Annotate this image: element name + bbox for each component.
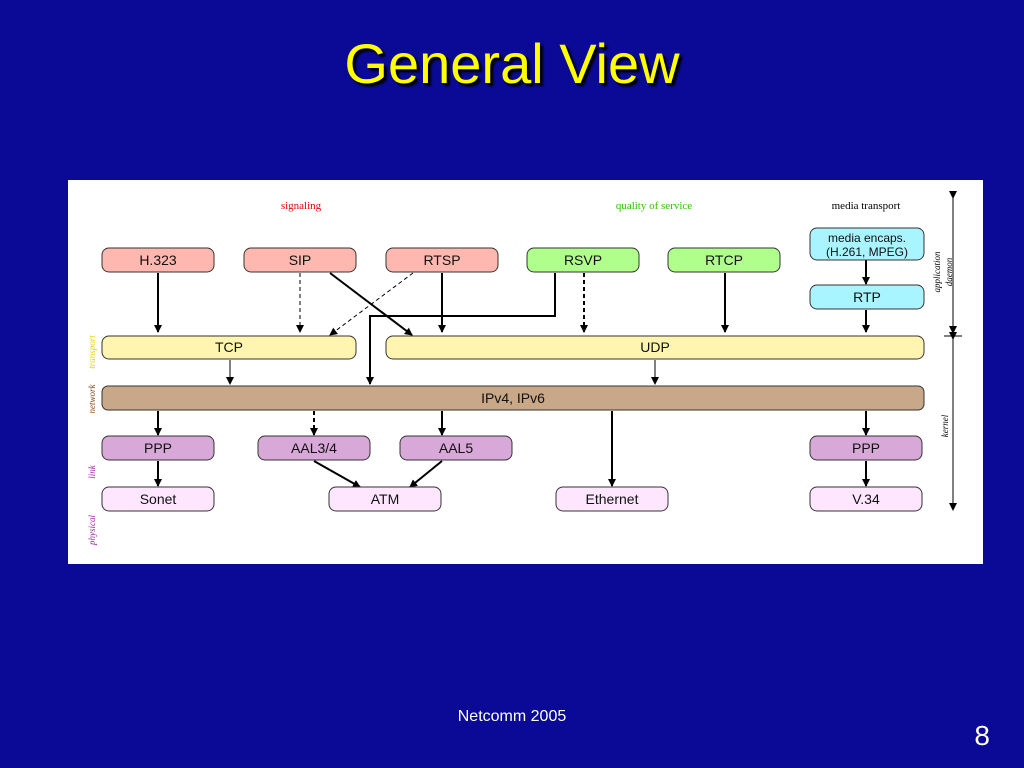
page-number: 8 (974, 720, 990, 751)
svg-text:AAL5: AAL5 (439, 440, 473, 456)
box-rsvp: RSVP (526, 247, 640, 273)
domain-label-daemon: daemon (944, 257, 954, 286)
layer-label-physical: physical (87, 515, 97, 546)
layer-label-network: network (87, 383, 97, 413)
domain-label-kernel: kernel (940, 414, 950, 437)
box-tcp: TCP (101, 335, 357, 360)
arrow-aal5-atm (409, 460, 443, 488)
svg-text:Ethernet: Ethernet (586, 491, 639, 507)
svg-text:IPv4, IPv6: IPv4, IPv6 (481, 390, 545, 406)
box-v34: V.34 (809, 486, 923, 512)
protocol-stack-diagram: signaling quality of service media trans… (68, 180, 983, 564)
arrow-rsvp-ip (366, 273, 556, 385)
box-udp: UDP (385, 335, 925, 360)
arrow-aal34-atm (313, 460, 361, 488)
box-ppp-left: PPP (101, 435, 215, 461)
box-aal5: AAL5 (399, 435, 513, 461)
box-rtsp: RTSP (385, 247, 499, 273)
svg-text:H.323: H.323 (139, 252, 177, 268)
box-atm: ATM (328, 486, 442, 512)
svg-text:RTSP: RTSP (423, 252, 460, 268)
slide-footer: Netcomm 2005 (457, 708, 567, 725)
header-signaling: signaling (281, 200, 322, 212)
svg-text:V.34: V.34 (852, 491, 880, 507)
box-rtcp: RTCP (667, 247, 781, 273)
svg-text:media encaps.: media encaps. (828, 231, 906, 245)
header-qos: quality of service (616, 200, 692, 212)
box-aal34: AAL3/4 (257, 435, 371, 461)
box-ip: IPv4, IPv6 (101, 385, 925, 411)
header-media-transport: media transport (832, 200, 901, 212)
diagram-svg: signaling quality of service media trans… (87, 191, 962, 546)
svg-text:TCP: TCP (215, 339, 243, 355)
slide-title: General View (344, 32, 680, 95)
box-ppp-right: PPP (809, 435, 923, 461)
svg-text:SIP: SIP (289, 252, 312, 268)
svg-text:(H.261, MPEG): (H.261, MPEG) (826, 245, 908, 259)
svg-text:RTCP: RTCP (705, 252, 743, 268)
layer-label-transport: transport (87, 335, 97, 369)
box-media-encaps: media encaps. (H.261, MPEG) (809, 227, 925, 261)
arrow-rtsp-tcp (329, 272, 414, 336)
svg-text:ATM: ATM (371, 491, 400, 507)
box-rtp: RTP (809, 284, 925, 310)
svg-text:UDP: UDP (640, 339, 670, 355)
svg-text:PPP: PPP (852, 440, 880, 456)
svg-text:RSVP: RSVP (564, 252, 602, 268)
box-ethernet: Ethernet (555, 486, 669, 512)
box-h323: H.323 (101, 247, 215, 273)
layer-label-link: link (87, 464, 97, 479)
svg-text:AAL3/4: AAL3/4 (291, 440, 337, 456)
svg-text:RTP: RTP (853, 289, 881, 305)
connector-lines (154, 191, 962, 511)
box-sip: SIP (243, 247, 357, 273)
box-sonet: Sonet (101, 486, 215, 512)
svg-text:Sonet: Sonet (140, 491, 177, 507)
svg-text:PPP: PPP (144, 440, 172, 456)
domain-label-application: application (932, 251, 942, 292)
